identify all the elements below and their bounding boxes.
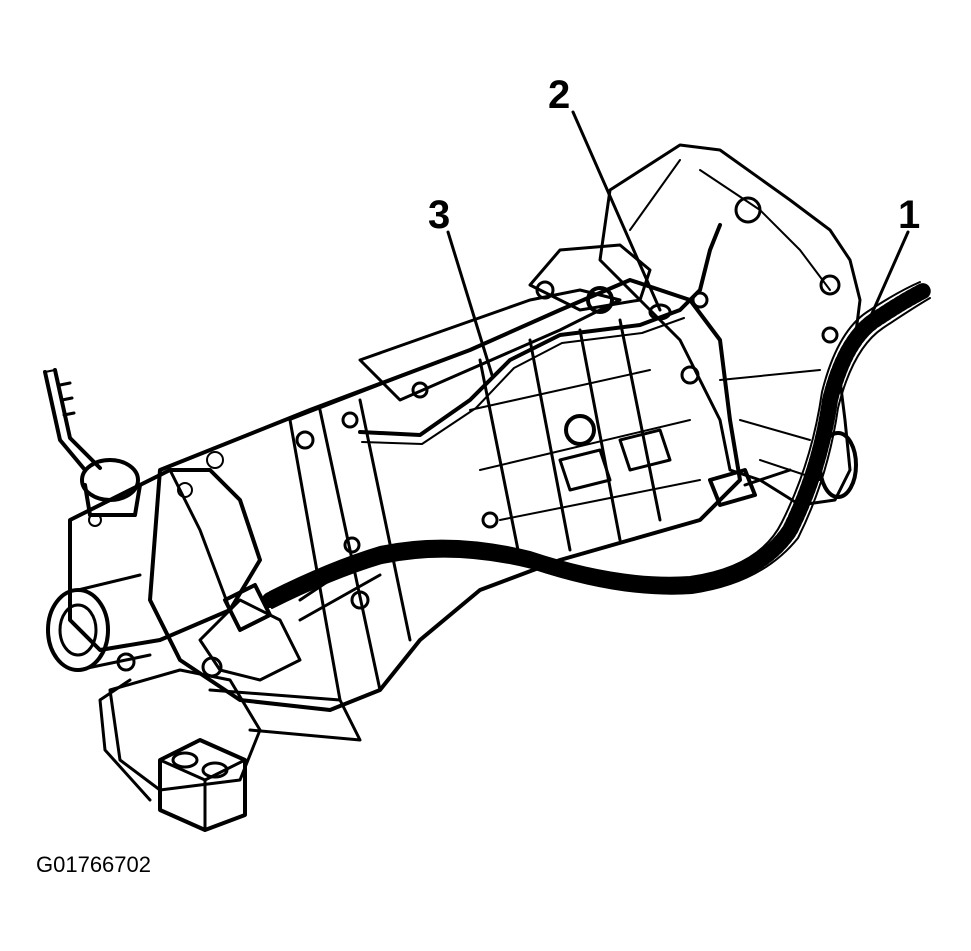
wiring-harness — [223, 281, 933, 632]
leader-lines — [446, 110, 910, 377]
callout-1: 1 — [898, 193, 920, 237]
crossmember — [98, 598, 362, 832]
callout-2: 2 — [548, 73, 570, 117]
leader-line-1 — [856, 230, 910, 347]
figure-id: G01766702 — [36, 852, 151, 877]
leader-line-3 — [446, 230, 494, 377]
shift-lever — [43, 368, 142, 517]
extension-housing — [46, 451, 262, 672]
leader-line-2 — [571, 110, 662, 312]
transmission-case — [148, 243, 742, 712]
callout-3: 3 — [428, 193, 450, 237]
vent-hose — [358, 223, 722, 445]
